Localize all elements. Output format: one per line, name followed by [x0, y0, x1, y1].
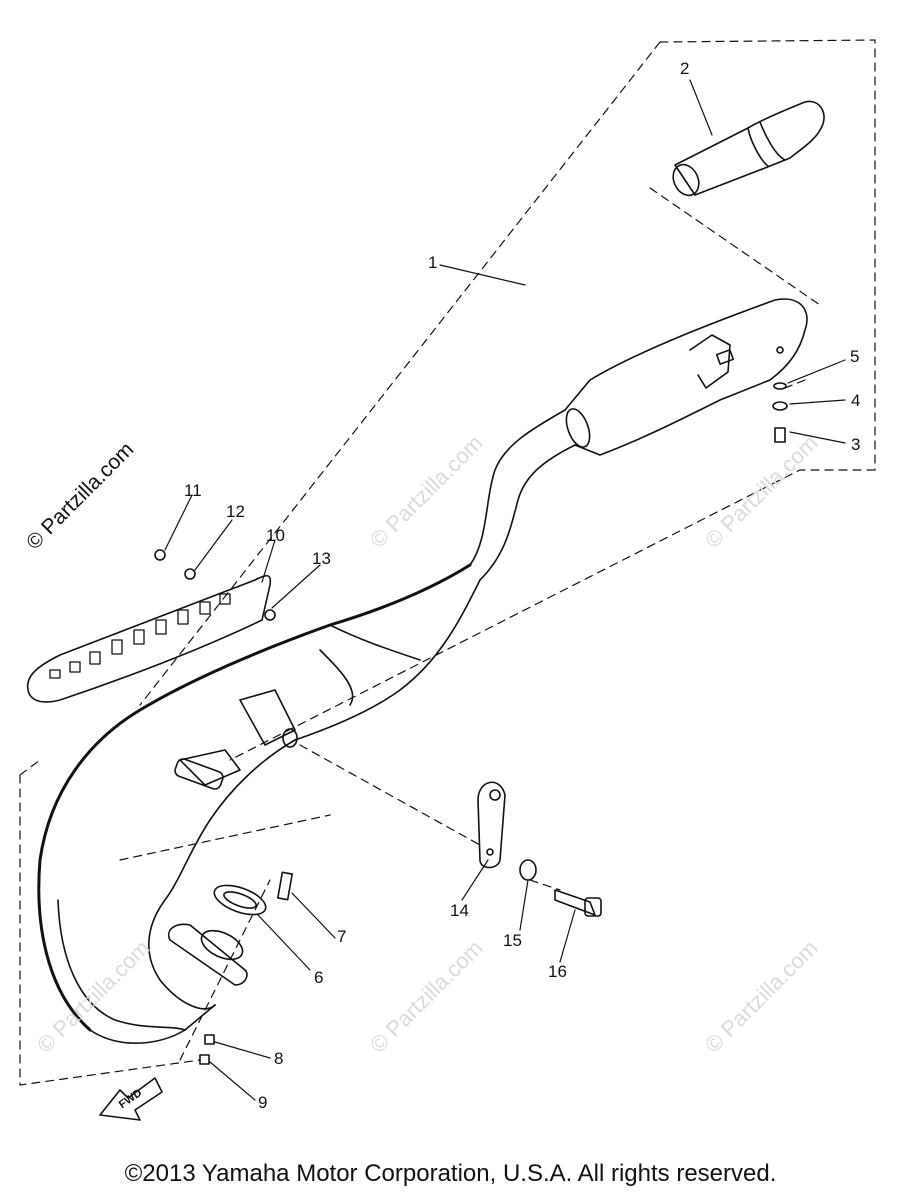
- forward-arrow-icon: [99, 1077, 163, 1121]
- silencer-cap: [672, 100, 825, 197]
- callout-7: 7: [337, 927, 347, 946]
- callout-10: 10: [266, 526, 285, 545]
- copyright-notice: ©2013 Yamaha Motor Corporation, U.S.A. A…: [124, 1160, 777, 1187]
- callout-4: 4: [851, 391, 861, 410]
- callout-5: 5: [850, 347, 860, 366]
- callout-9: 9: [258, 1093, 268, 1112]
- callout-6: 6: [314, 968, 324, 987]
- callout-16: 16: [548, 962, 567, 981]
- assembly-outline: [19, 39, 876, 1086]
- callout-15: 15: [503, 931, 522, 950]
- callout-8: 8: [274, 1049, 284, 1068]
- callout-2: 2: [680, 59, 690, 78]
- heat-guard: [26, 574, 272, 703]
- leader-lines: [164, 79, 846, 1101]
- callout-11: 11: [184, 481, 202, 500]
- callout-13: 13: [312, 549, 331, 568]
- callout-3: 3: [851, 435, 861, 454]
- callout-12: 12: [226, 502, 245, 521]
- callout-1: 1: [428, 253, 438, 272]
- expansion-chamber: [37, 298, 808, 1044]
- callout-14: 14: [450, 901, 469, 920]
